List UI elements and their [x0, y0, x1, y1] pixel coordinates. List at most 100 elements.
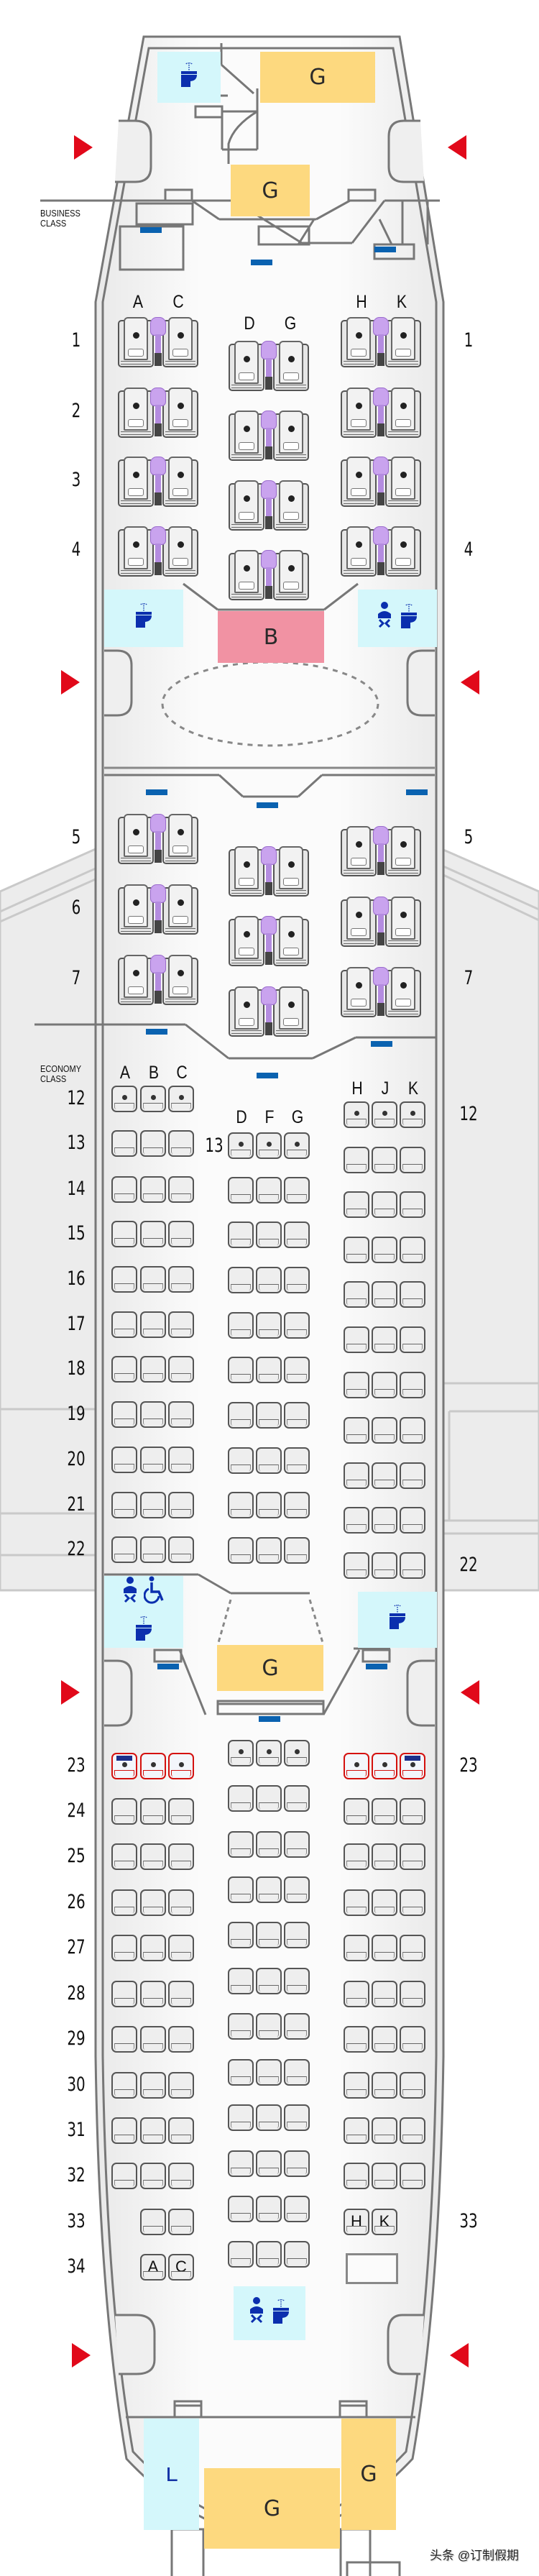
economy-seat-17K[interactable] [400, 1326, 425, 1353]
economy-seat-21A[interactable] [111, 1492, 137, 1518]
economy-seat-26H[interactable] [344, 1889, 369, 1916]
economy-seat-32J[interactable] [372, 2163, 397, 2189]
business-seat-7C[interactable] [162, 955, 198, 1005]
economy-seat-12C[interactable] [168, 1086, 194, 1112]
economy-seat-31J[interactable] [372, 2117, 397, 2144]
economy-seat-21F[interactable] [256, 1492, 282, 1518]
economy-seat-17G[interactable] [284, 1312, 310, 1339]
economy-seat-24C[interactable] [168, 1798, 194, 1825]
business-seat-pair[interactable] [118, 386, 198, 439]
business-seat-5A[interactable] [118, 814, 154, 864]
business-seat-2G[interactable] [273, 411, 309, 461]
economy-seat-22A[interactable] [111, 1536, 137, 1563]
business-seat-3K[interactable] [385, 457, 421, 507]
economy-seat-22C[interactable] [168, 1536, 194, 1563]
economy-seat-16K[interactable] [400, 1281, 425, 1308]
economy-seat-31C[interactable] [168, 2117, 194, 2144]
economy-seat-16G[interactable] [284, 1267, 310, 1293]
economy-seat-17H[interactable] [344, 1326, 369, 1353]
economy-seat-31K[interactable] [400, 2117, 425, 2144]
economy-seat-14B[interactable] [140, 1176, 166, 1203]
economy-seat-20H[interactable] [344, 1462, 369, 1489]
business-seat-6A[interactable] [118, 884, 154, 935]
economy-seat-30A[interactable] [111, 2072, 137, 2099]
economy-seat-18H[interactable] [344, 1372, 369, 1398]
business-seat-pair[interactable] [118, 525, 198, 578]
economy-seat-34B[interactable]: A [140, 2254, 166, 2281]
economy-seat-34D[interactable] [228, 2241, 254, 2268]
economy-seat-31B[interactable] [140, 2117, 166, 2144]
business-seat-6D[interactable] [229, 916, 264, 966]
economy-seat-25H[interactable] [344, 1843, 369, 1870]
economy-seat-25D[interactable] [228, 1831, 254, 1858]
business-seat-pair[interactable] [341, 455, 421, 508]
economy-seat-26F[interactable] [256, 1876, 282, 1903]
economy-seat-15C[interactable] [168, 1221, 194, 1247]
economy-seat-19C[interactable] [168, 1401, 194, 1428]
economy-seat-23F[interactable] [256, 1740, 282, 1766]
economy-seat-27J[interactable] [372, 1935, 397, 1961]
economy-seat-26A[interactable] [111, 1889, 137, 1916]
economy-seat-19G[interactable] [284, 1402, 310, 1429]
economy-seat-34G[interactable] [284, 2241, 310, 2268]
business-seat-4G[interactable] [273, 550, 309, 600]
economy-seat-29C[interactable] [168, 2026, 194, 2053]
economy-seat-20C[interactable] [168, 1447, 194, 1473]
economy-seat-29B[interactable] [140, 2026, 166, 2053]
economy-seat-33F[interactable] [256, 2196, 282, 2222]
economy-seat-20F[interactable] [256, 1447, 282, 1474]
business-seat-pair[interactable] [229, 409, 309, 462]
economy-seat-26C[interactable] [168, 1889, 194, 1916]
business-seat-pair[interactable] [341, 895, 421, 948]
economy-seat-13A[interactable] [111, 1130, 137, 1157]
business-seat-3C[interactable] [162, 457, 198, 507]
economy-seat-13F[interactable] [256, 1132, 282, 1159]
business-seat-4K[interactable] [385, 526, 421, 577]
economy-seat-29F[interactable] [256, 2013, 282, 2040]
economy-seat-19H[interactable] [344, 1417, 369, 1444]
economy-seat-19J[interactable] [372, 1417, 397, 1444]
business-seat-6C[interactable] [162, 884, 198, 935]
business-seat-1C[interactable] [162, 317, 198, 367]
economy-seat-30C[interactable] [168, 2072, 194, 2099]
economy-seat-27H[interactable] [344, 1935, 369, 1961]
economy-seat-23B[interactable] [140, 1753, 166, 1779]
economy-seat-17B[interactable] [140, 1311, 166, 1338]
economy-seat-28D[interactable] [228, 1968, 254, 1994]
economy-seat-16B[interactable] [140, 1266, 166, 1293]
business-seat-7H[interactable] [341, 967, 377, 1017]
economy-seat-27K[interactable] [400, 1935, 425, 1961]
economy-seat-20B[interactable] [140, 1447, 166, 1473]
economy-seat-29J[interactable] [372, 2026, 397, 2053]
economy-seat-23A[interactable] [111, 1753, 137, 1779]
economy-seat-28G[interactable] [284, 1968, 310, 1994]
economy-seat-33B[interactable] [140, 2209, 166, 2235]
economy-seat-15J[interactable] [372, 1237, 397, 1263]
economy-seat-12J[interactable] [372, 1101, 397, 1128]
economy-seat-22G[interactable] [284, 1537, 310, 1564]
economy-seat-21C[interactable] [168, 1492, 194, 1518]
economy-seat-33C[interactable] [168, 2209, 194, 2235]
economy-seat-28K[interactable] [400, 1981, 425, 2007]
business-seat-2D[interactable] [229, 411, 264, 461]
economy-seat-17A[interactable] [111, 1311, 137, 1338]
economy-seat-30F[interactable] [256, 2059, 282, 2086]
economy-seat-32C[interactable] [168, 2163, 194, 2189]
business-seat-1H[interactable] [341, 317, 377, 367]
business-seat-pair[interactable] [118, 883, 198, 936]
economy-seat-31D[interactable] [228, 2104, 254, 2131]
business-seat-pair[interactable] [341, 316, 421, 369]
economy-seat-13C[interactable] [168, 1130, 194, 1157]
economy-seat-30B[interactable] [140, 2072, 166, 2099]
economy-seat-33G[interactable] [284, 2196, 310, 2222]
economy-seat-34C[interactable]: C [168, 2254, 194, 2281]
economy-seat-32B[interactable] [140, 2163, 166, 2189]
economy-seat-27C[interactable] [168, 1935, 194, 1961]
economy-seat-27D[interactable] [228, 1922, 254, 1948]
business-seat-1G[interactable] [273, 341, 309, 391]
economy-seat-23H[interactable] [344, 1753, 369, 1779]
economy-seat-22F[interactable] [256, 1537, 282, 1564]
economy-seat-30K[interactable] [400, 2072, 425, 2099]
economy-seat-14F[interactable] [256, 1177, 282, 1204]
economy-seat-12B[interactable] [140, 1086, 166, 1112]
